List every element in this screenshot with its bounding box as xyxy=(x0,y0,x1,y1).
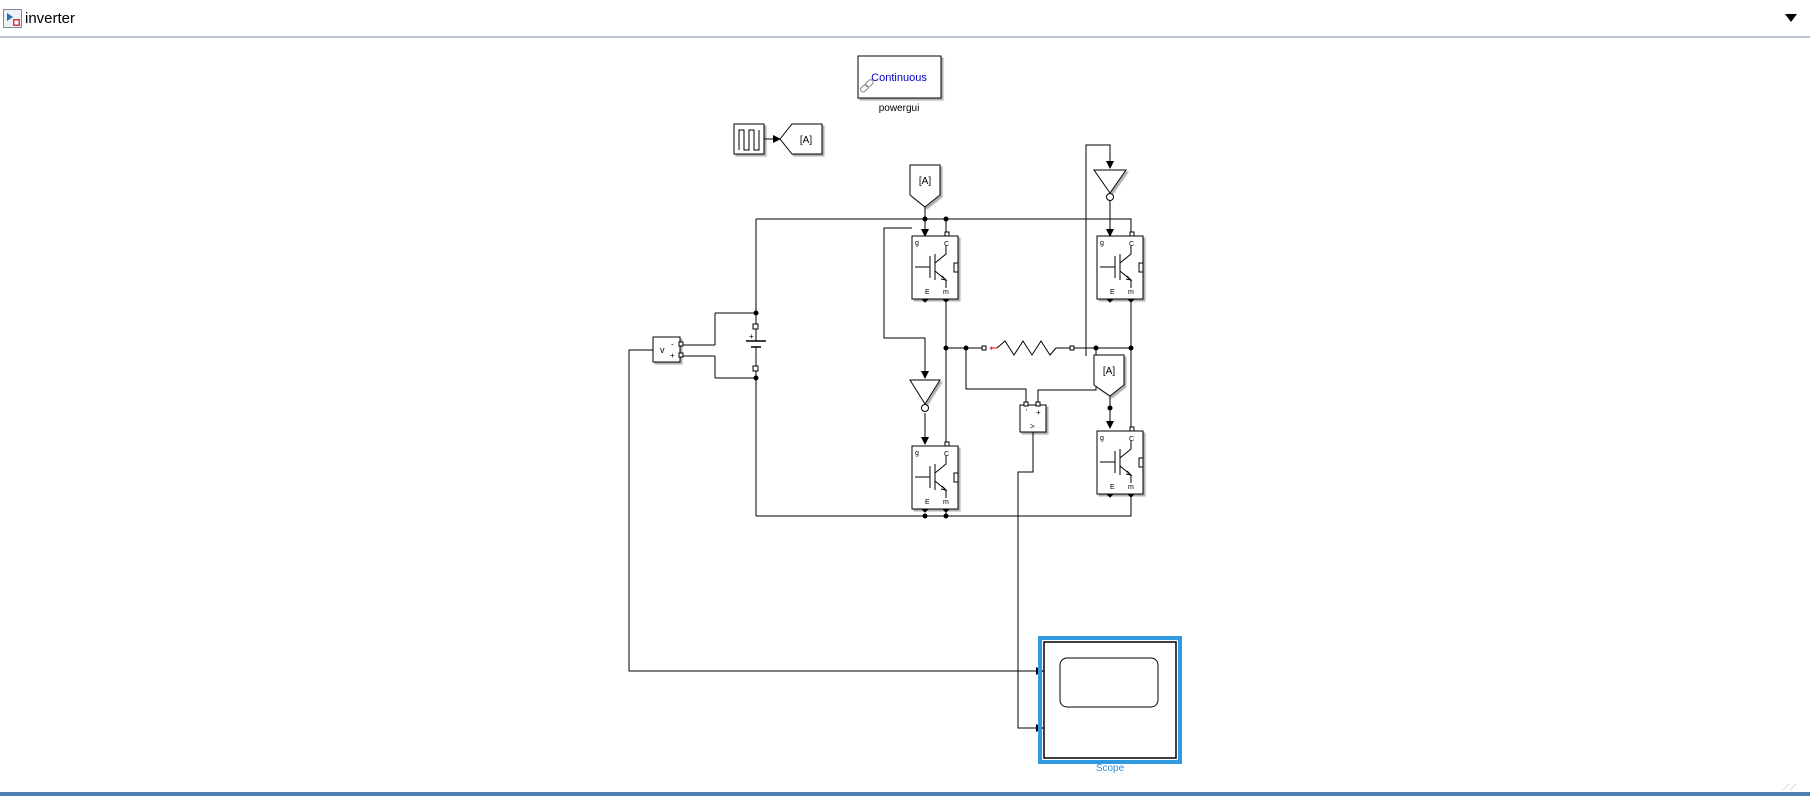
svg-text:m: m xyxy=(1128,484,1134,491)
igbt-emitter-pin: E xyxy=(925,289,930,296)
relational-operator-block[interactable]: ' + > xyxy=(1019,401,1047,433)
dc-voltage-source[interactable]: + xyxy=(746,323,766,372)
igbt-emitter-pin: E xyxy=(1110,289,1115,296)
igbt-gate-pin: g xyxy=(915,450,919,457)
chevron-down-icon[interactable] xyxy=(1784,12,1798,24)
igbt-collector-pin: C xyxy=(944,451,949,458)
from-tag-top: [A] xyxy=(919,176,931,187)
goto-tag: [A] xyxy=(800,135,812,146)
scope-label: Scope xyxy=(1096,763,1125,774)
svg-text:-: - xyxy=(671,340,674,349)
scope-screen-icon xyxy=(1059,657,1159,708)
scope-wiring[interactable] xyxy=(628,349,1044,732)
voltage-meas-text: v xyxy=(660,345,665,355)
junction-dots xyxy=(753,216,1134,519)
igbt-top-right[interactable]: g C E m xyxy=(1096,231,1144,303)
svg-text:+: + xyxy=(989,344,994,353)
igbt-top-left[interactable]: g C E m xyxy=(911,231,959,303)
powergui-label: powergui xyxy=(879,103,920,114)
svg-text:m: m xyxy=(943,289,949,296)
svg-text:+: + xyxy=(749,332,754,341)
igbt-emitter-pin: E xyxy=(1110,484,1115,491)
signal-wiring-left[interactable] xyxy=(883,227,929,445)
igbt-gate-pin: g xyxy=(1100,435,1104,442)
resistor-block[interactable]: + xyxy=(981,340,1075,356)
svg-text:': ' xyxy=(1026,409,1027,416)
igbt-collector-pin: C xyxy=(1129,241,1134,248)
status-bar-border xyxy=(0,792,1810,796)
voltage-measurement-block[interactable]: v - + xyxy=(652,336,684,363)
svg-text:+: + xyxy=(1036,408,1041,417)
relational-operator: > xyxy=(1030,422,1035,431)
goto-block[interactable]: [A] xyxy=(779,123,823,155)
from-block-top[interactable]: [A] xyxy=(909,164,941,208)
power-wiring xyxy=(680,218,1132,517)
simulink-model-icon xyxy=(3,9,22,28)
resize-grip-icon[interactable] xyxy=(1782,783,1797,791)
igbt-collector-pin: C xyxy=(1129,436,1134,443)
not-gate-left[interactable] xyxy=(909,379,941,412)
igbt-gate-pin: g xyxy=(915,240,919,247)
igbt-gate-pin: g xyxy=(1100,240,1104,247)
signal-wiring-right[interactable] xyxy=(1085,144,1114,356)
model-title-bar: inverter xyxy=(0,0,1810,38)
pulse-generator-block[interactable] xyxy=(733,123,765,155)
model-name: inverter xyxy=(25,10,76,27)
powergui-block[interactable]: Continuous xyxy=(857,55,942,99)
from-tag-mid: [A] xyxy=(1103,366,1115,377)
igbt-emitter-pin: E xyxy=(925,499,930,506)
pulse-wave-icon xyxy=(738,129,760,151)
link-icon xyxy=(859,79,874,93)
model-canvas[interactable]: Continuous powergui [A] [A] xyxy=(0,38,1810,792)
igbt-bottom-right[interactable]: g C E m xyxy=(1096,426,1144,498)
svg-text:m: m xyxy=(1128,289,1134,296)
svg-text:m: m xyxy=(943,499,949,506)
powergui-mode-text: Continuous xyxy=(871,72,927,84)
igbt-collector-pin: C xyxy=(944,241,949,248)
igbt-bottom-left[interactable]: g C E m xyxy=(911,441,959,513)
not-gate-right[interactable] xyxy=(1093,169,1127,201)
from-block-mid[interactable]: [A] xyxy=(1093,354,1125,397)
scope-block[interactable] xyxy=(1038,636,1182,764)
svg-text:+: + xyxy=(670,351,675,360)
